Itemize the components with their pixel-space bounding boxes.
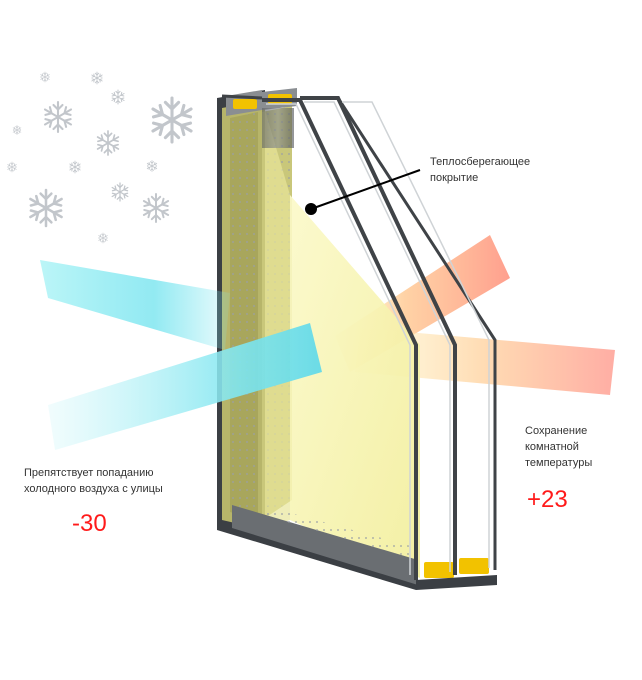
glass-highlight-1 <box>266 103 411 575</box>
heat-saving-coating-pane <box>290 195 420 578</box>
snowflake-icon <box>12 125 22 135</box>
frame-bottom <box>416 575 497 590</box>
room-temperature-line1: Сохранение <box>525 425 588 437</box>
snowflake-icon <box>29 188 63 228</box>
snowflake-icon <box>142 193 170 223</box>
snowflake-icon <box>40 71 50 83</box>
snowflake-icon <box>111 89 125 105</box>
coating-label: Теплосберегающее покрытие <box>430 154 580 186</box>
cold-air-line1: Препятствует попаданию <box>24 467 154 479</box>
coating-label-line1: Теплосберегающее <box>430 156 531 168</box>
coating-label-line2: покрытие <box>430 172 479 184</box>
callout-dot <box>305 203 317 215</box>
snowflake-icon <box>98 232 108 244</box>
snowflake-icon <box>146 160 158 172</box>
cold-air-label: Препятствует попаданию холодного воздуха… <box>24 465 224 497</box>
coating-callout <box>305 169 421 215</box>
room-temperature-label: Сохранение комнатной температуры <box>525 423 635 471</box>
desiccant-top-1 <box>233 99 257 109</box>
snowflakes <box>7 71 193 244</box>
snowflake-icon <box>69 160 81 174</box>
desiccant-bottom-2 <box>459 558 489 574</box>
spacer-bottom-perforation <box>262 505 418 560</box>
spacer-bottom <box>232 505 418 585</box>
snowflake-icon <box>91 71 103 85</box>
snowflake-icon <box>96 130 120 156</box>
cold-air-beams <box>40 260 322 450</box>
snowflake-icon <box>43 100 73 134</box>
double-glazed-unit <box>217 88 497 590</box>
room-temperature-line3: температуры <box>525 457 593 469</box>
cold-beam-upper <box>40 260 230 350</box>
snowflake-icon <box>7 161 17 173</box>
warm-beam-lower <box>355 328 615 395</box>
spacer-perforation <box>230 112 258 520</box>
inside-temperature: +23 <box>527 486 568 513</box>
desiccant-bottom-1 <box>424 562 454 578</box>
glass-highlight-3 <box>342 101 490 568</box>
glass-pane-inner <box>336 97 497 570</box>
snowflake-icon <box>111 182 129 202</box>
glass-pane-outer <box>262 98 418 580</box>
coating-side <box>265 110 290 528</box>
glass-pane-middle <box>300 96 457 575</box>
room-temperature-line2: комнатной <box>525 441 579 453</box>
callout-line <box>310 169 421 210</box>
glass-highlight-2 <box>304 101 451 572</box>
cold-air-line2: холодного воздуха с улицы <box>24 483 163 495</box>
spacer-shadow <box>262 108 294 148</box>
snowflake-icon <box>151 96 193 144</box>
cold-beam-lower <box>48 323 322 450</box>
outside-temperature: -30 <box>72 510 107 537</box>
top-edge <box>221 94 263 100</box>
